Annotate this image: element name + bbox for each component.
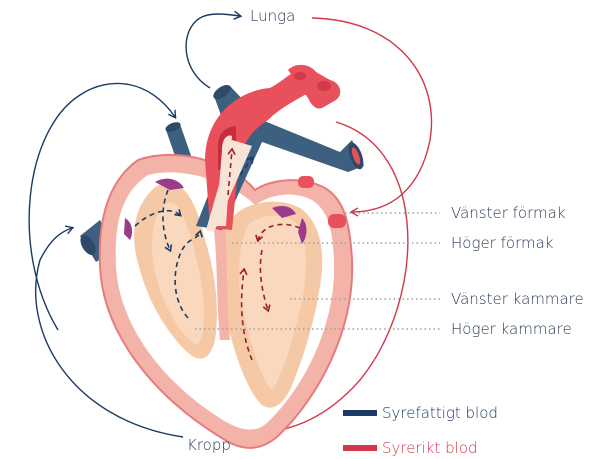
label-vanster-kammare: Vänster kammare <box>451 290 584 308</box>
arrow-heart-to-lung <box>186 14 240 88</box>
label-hoger-kammare: Höger kammare <box>451 320 572 338</box>
legend-item-oxygenated: Syrerikt blod <box>343 437 478 459</box>
pulmonary-vein-upper <box>298 176 314 188</box>
label-lunga: Lunga <box>250 7 295 25</box>
pulmonary-vein-lower <box>328 214 346 228</box>
label-kropp: Kropp <box>187 436 231 454</box>
legend-label-deoxygenated: Syrefattigt blod <box>382 404 498 422</box>
legend-swatch-deoxygenated <box>343 410 377 416</box>
label-hoger-formak: Höger förmak <box>451 234 553 252</box>
arrow-lung-to-heart <box>312 18 432 212</box>
legend-label-oxygenated: Syrerikt blod <box>382 439 478 457</box>
legend-swatch-oxygenated <box>343 445 377 451</box>
legend-item-deoxygenated: Syrefattigt blod <box>343 402 498 424</box>
label-vanster-formak: Vänster förmak <box>451 204 566 222</box>
